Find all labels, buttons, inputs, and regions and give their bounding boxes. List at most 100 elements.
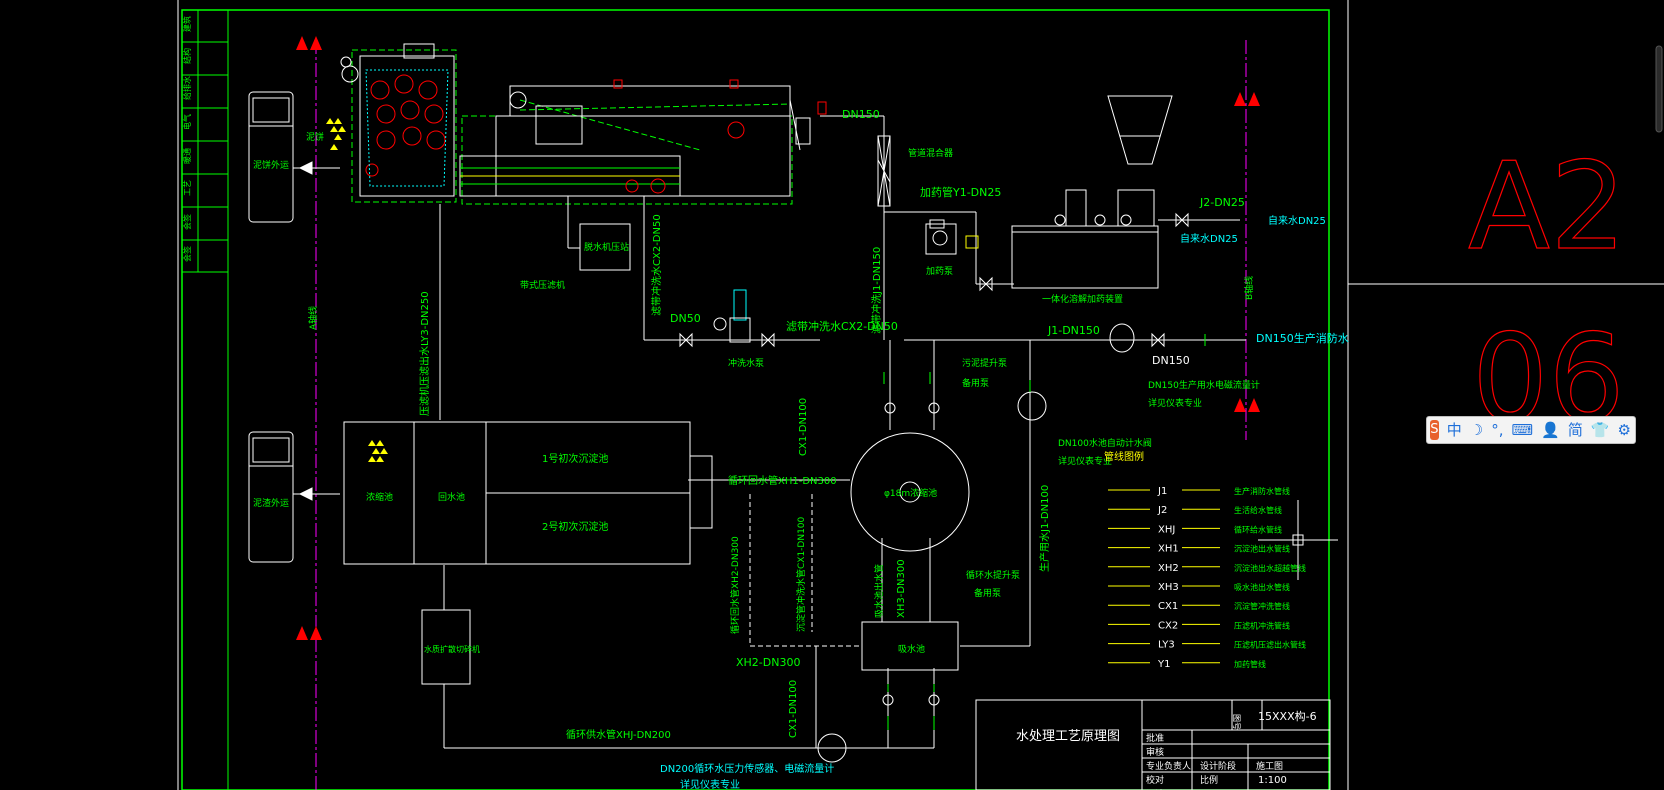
ime-moon-icon[interactable]: ☽ — [1469, 421, 1484, 439]
meter-clouds — [817, 323, 1135, 763]
vertical-scrollbar[interactable] — [1655, 45, 1663, 133]
sludge-cake-symbol — [326, 118, 388, 462]
pipe-label: J2-DN25 — [1199, 196, 1245, 209]
left-strip-labels: 建筑 结构 给排水 电气 暖通 工艺 会签 会签 — [182, 16, 192, 262]
strip-label: 会签 — [182, 246, 192, 262]
pipe-label: 沉淀管冲洗水管CX1-DN100 — [795, 516, 807, 632]
legend-desc: 沉淀池出水管线 — [1234, 544, 1290, 554]
strip-label: 建筑 — [182, 16, 192, 32]
pipe-label: 循环供水管XHJ-DN200 — [566, 728, 671, 741]
tb-row: 校对 — [1146, 774, 1164, 786]
pipe-label: 滤带冲洗水CX2-DN50 — [786, 319, 898, 333]
ime-skin-icon[interactable]: 👕 — [1590, 421, 1610, 439]
legend-desc: 压滤机压滤出水管线 — [1234, 640, 1306, 650]
strip-label: 工艺 — [183, 180, 192, 196]
pipe-label: 滤带冲洗J1-DN150 — [870, 247, 883, 334]
legend-desc: 生活给水管线 — [1234, 505, 1282, 515]
pipe-label: DN100水池自动计水阀 — [1058, 437, 1152, 449]
tb-row: 批准 — [1146, 732, 1164, 744]
pipe-label: DN150 — [842, 108, 880, 121]
sump-pumps — [882, 694, 940, 706]
ime-simplified-button[interactable]: 简 — [1567, 421, 1583, 439]
pipe-label: 备用泵 — [974, 587, 1001, 599]
pipe-label: 备用泵 — [962, 377, 989, 389]
scraper-label: 水质扩散切碎机 — [424, 644, 480, 654]
pipe-label: 详见仪表专业 — [680, 778, 740, 790]
tb-row: 审核 — [1146, 746, 1164, 758]
drawing-no: 15XXX构-6 — [1258, 709, 1317, 723]
pipe-label: 滤带冲洗水CX2-DN50 — [650, 214, 663, 316]
pipe-label: DN200循环水压力传感器、电磁流量计 — [660, 762, 834, 775]
ime-settings-icon[interactable]: ⚙ — [1617, 421, 1631, 439]
legend-code: Y1 — [1157, 659, 1170, 670]
legend-code: J1 — [1157, 486, 1167, 497]
legend-desc: 吸水池出水管线 — [1234, 582, 1290, 592]
pipe-label: 详见仪表专业 — [1058, 455, 1112, 467]
legend-desc: 生产消防水管线 — [1234, 486, 1290, 496]
axis-label-left: A轴线 — [307, 306, 319, 330]
pipe-label: CX1-DN100 — [798, 398, 809, 456]
pipe-label: 循环回水管XH1-DN300 — [728, 474, 837, 487]
legend-code: XHJ — [1158, 524, 1175, 535]
pipe-label: 自来水DN25 — [1268, 214, 1326, 227]
legend-code: J2 — [1157, 505, 1167, 516]
axis-lines: A轴线 B轴线 — [296, 36, 1260, 790]
pipe-label: 压滤机压滤出水LY3-DN250 — [418, 291, 431, 416]
ime-punctuation-icon[interactable]: °, — [1491, 421, 1504, 439]
crosshair-cursor — [1258, 500, 1338, 580]
belt-press-drawing — [340, 43, 827, 205]
pipe-label: J1-DN150 — [1047, 324, 1100, 337]
sludge-truck-top — [248, 91, 340, 223]
design-stage-label: 设计阶段 — [1200, 760, 1236, 772]
pipe-labels: DN150 加药管Y1-DN25 J2-DN25 自来水DN25 自来水DN25… — [418, 108, 1349, 790]
pipe-network — [439, 115, 1246, 749]
press-control-box — [579, 223, 631, 271]
pipe-label: DN150生产用水电磁流量计 — [1148, 379, 1260, 391]
ime-toolbar[interactable]: S 中 ☽ °, ⌨ 👤 简 👕 ⚙ — [1426, 416, 1636, 444]
dosing-pump — [925, 219, 979, 255]
legend-title: 管线图例 — [1104, 450, 1144, 463]
design-stage: 施工图 — [1256, 760, 1283, 772]
ime-keyboard-icon[interactable]: ⌨ — [1511, 421, 1534, 439]
sludge-truck-top-label: 泥饼外运 — [253, 159, 289, 171]
valves — [679, 212, 1189, 348]
legend-desc: 加药管线 — [1234, 659, 1266, 669]
pipe-label: 吸水池出水管 — [873, 564, 885, 618]
sump-box — [861, 621, 959, 671]
ime-language-button[interactable]: 中 — [1446, 421, 1462, 439]
ime-logo-icon[interactable]: S — [1430, 420, 1439, 440]
pipe-label: 详见仪表专业 — [1148, 397, 1202, 409]
pipe-label: XH3-DN300 — [896, 559, 907, 618]
belt-press-label: 带式压滤机 — [520, 279, 565, 291]
pipe-label: DN50 — [670, 312, 701, 325]
dosing-device-label: 一体化溶解加药装置 — [1042, 293, 1123, 305]
pipe-label: 生产用水J1-DN100 — [1038, 485, 1051, 572]
concentrate-label: 浓缩池 — [366, 491, 393, 503]
scraper-box — [421, 609, 471, 685]
pipe-label: 自来水DN25 — [1180, 232, 1238, 245]
left-signature-strip — [181, 9, 229, 273]
pipe-label: 加药管Y1-DN25 — [920, 185, 1001, 199]
legend-code: XH2 — [1158, 563, 1179, 574]
strip-label: 结构 — [182, 48, 192, 64]
pipe-label: 污泥提升泵 — [962, 357, 1007, 369]
dashed-pipes — [749, 494, 862, 647]
pipe-label: CX1-DN100 — [788, 680, 799, 738]
pipe-mixer-label: 管道混合器 — [908, 147, 953, 159]
wash-pump-label: 冲洗水泵 — [728, 357, 764, 369]
pipe-mixer — [877, 135, 891, 207]
legend-code: XH1 — [1158, 544, 1179, 555]
pipe-label: DN150 — [1152, 354, 1190, 367]
ime-user-icon[interactable]: 👤 — [1541, 421, 1560, 439]
pipe-markers — [883, 334, 1206, 730]
sludge-truck-bottom — [248, 431, 340, 563]
pipe-label: 循环水提升泵 — [966, 569, 1020, 581]
strip-label: 会签 — [182, 214, 192, 230]
legend-code: XH3 — [1158, 582, 1179, 593]
strip-label: 给排水 — [182, 76, 192, 100]
dosing-device — [1011, 95, 1173, 289]
strip-label: 暖通 — [182, 148, 192, 164]
dosing-pump-label: 加药泵 — [926, 266, 953, 277]
